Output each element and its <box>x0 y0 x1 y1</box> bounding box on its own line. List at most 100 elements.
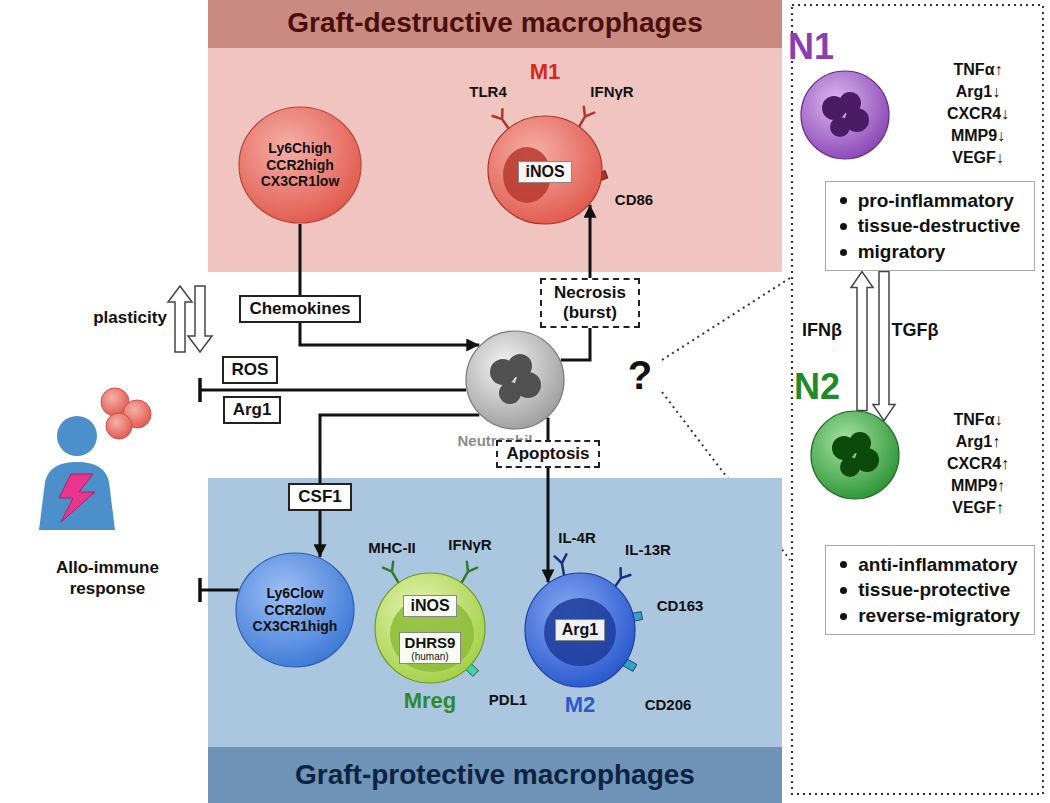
connector-line <box>320 415 479 483</box>
signal-box: Chemokines <box>239 295 360 323</box>
node-text: tissue-destructive <box>836 213 1021 239</box>
node-text: iNOS <box>525 163 564 181</box>
cell-drawing <box>800 70 890 160</box>
bullet-dot <box>840 561 847 568</box>
node-text: Arg1 <box>233 400 272 420</box>
cell-body <box>488 116 602 224</box>
nucleus-lobe <box>830 117 850 137</box>
connector <box>200 578 239 602</box>
enzyme-box: iNOS <box>518 161 571 183</box>
connector <box>851 271 873 410</box>
n1-neutrophil: N1 <box>800 70 890 160</box>
mediator-box: Arg1 <box>223 396 282 424</box>
annotation: plasticity <box>93 309 167 328</box>
bullet-dot <box>840 197 847 204</box>
mreg-macrophage: iNOSDHRS9(human)Mreg <box>374 572 486 684</box>
monocyte-cell: Ly6Clow CCR2low CX3CR1high <box>235 552 355 668</box>
connector <box>548 468 549 582</box>
patient-figure: Allo-immune response <box>15 370 200 605</box>
m2-macrophage: Arg1M2 <box>524 572 636 688</box>
cell-body <box>801 71 889 159</box>
node-text: ROS <box>232 360 269 380</box>
connector <box>300 224 301 295</box>
node-heading: Graft-destructive macrophages <box>208 7 782 39</box>
band-body <box>208 478 782 803</box>
band-title-strip <box>208 0 782 48</box>
band-fill <box>208 478 782 803</box>
lightning-bolt <box>59 474 95 522</box>
node-text: Necrosis (burst) <box>546 283 634 322</box>
expression-marker: CXCR4↑ <box>947 455 1009 473</box>
receptor-label: IFNγR <box>448 537 491 554</box>
connector <box>590 205 591 279</box>
expression-marker: VEGF↓ <box>952 149 1004 167</box>
node-heading: M2 <box>565 692 596 718</box>
bullet-dot <box>840 249 847 256</box>
receptor-label: TLR4 <box>469 84 507 101</box>
node-text: reverse-migratory <box>836 603 1020 629</box>
node-text: CSF1 <box>298 487 341 507</box>
band-body <box>208 0 782 272</box>
connector <box>873 271 895 420</box>
cell-body <box>375 573 485 683</box>
cell-nucleus <box>544 598 616 666</box>
cell-nucleus <box>390 596 474 672</box>
node-heading: M1 <box>530 59 561 85</box>
neutrophil-cell: Neutrophil <box>465 330 565 430</box>
head <box>57 416 97 456</box>
hollow-arrow <box>188 286 212 352</box>
hollow-arrow <box>873 271 895 420</box>
node-text: tissue-protective <box>836 577 1020 603</box>
connector <box>548 418 549 440</box>
cell-drawing <box>374 572 486 684</box>
receptor-label: MHC-II <box>368 540 416 557</box>
property-list: anti-inflammatorytissue-protectiverevers… <box>825 545 1035 636</box>
band-fill <box>208 0 782 272</box>
band-panel: Ly6Chigh CCR2high CX3CR1lowiNOSM1Graft-d… <box>208 0 782 272</box>
receptor-label: IL-13R <box>625 542 671 559</box>
connector <box>300 323 479 345</box>
connector-line <box>547 418 550 440</box>
nucleus-lobe <box>499 382 521 404</box>
enzyme-box: iNOS <box>403 595 456 617</box>
signal-box: CSF1 <box>288 483 351 511</box>
node-heading: Graft-protective macrophages <box>208 759 782 791</box>
expression-marker: TNFα↑ <box>954 61 1003 79</box>
connector <box>320 415 479 483</box>
antigen-sphere <box>106 413 132 439</box>
event-box: Necrosis (burst) <box>540 278 640 327</box>
node-heading: Mreg <box>404 688 457 714</box>
event-box: Apoptosis <box>496 440 599 468</box>
receptor-label: IFNγR <box>590 84 633 101</box>
enzyme-box: Arg1 <box>555 619 605 641</box>
connector-line <box>200 389 466 392</box>
hollow-arrow <box>851 271 873 410</box>
node-text: Allo-immune response <box>43 558 173 599</box>
node-text: Ly6Clow CCR2low CX3CR1high <box>249 585 341 635</box>
receptor-label: IL-4R <box>558 530 596 547</box>
node-text: pro-inflammatory <box>836 188 1021 214</box>
m1-macrophage: iNOSM1 <box>487 115 603 225</box>
node-text: anti-inflammatory <box>836 552 1020 578</box>
expression-marker: VEGF↑ <box>952 499 1004 517</box>
cell-body <box>239 107 361 223</box>
marker-box: DHRS9(human) <box>399 632 462 664</box>
expression-marker: CXCR4↓ <box>947 105 1009 123</box>
connector-line <box>319 511 322 557</box>
cell-body <box>811 411 899 499</box>
expression-marker: Arg1↑ <box>956 433 1000 451</box>
node-text: Chemokines <box>249 299 350 319</box>
node-text: Apoptosis <box>506 444 589 464</box>
receptor-label: CD206 <box>645 697 692 714</box>
node-text: DHRS9 <box>405 634 456 651</box>
hollow-arrow <box>168 286 192 352</box>
cell-body <box>525 573 635 687</box>
bullet-dot <box>840 587 847 594</box>
receptor-label: PDL1 <box>489 692 527 709</box>
node-text: Arg1 <box>562 621 598 639</box>
band-title-strip <box>208 747 782 803</box>
connector-line <box>200 589 239 592</box>
cell-nucleus <box>503 147 551 203</box>
bullet-dot <box>840 223 847 230</box>
property-list: pro-inflammatorytissue-destructivemigrat… <box>825 181 1036 272</box>
